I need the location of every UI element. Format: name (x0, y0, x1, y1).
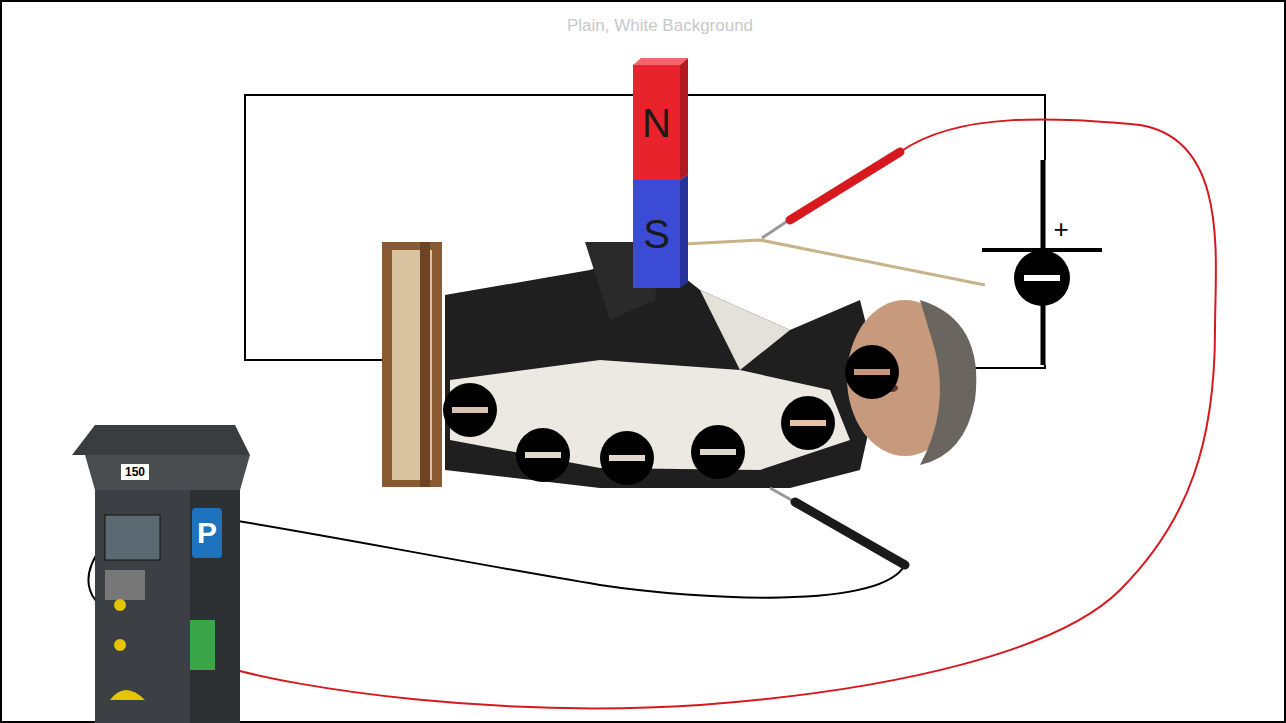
negative-charge (1014, 250, 1070, 306)
coin-return (110, 690, 145, 700)
minus-bar (1024, 275, 1060, 281)
book-spine (420, 242, 430, 487)
background-note: Plain, White Background (567, 17, 753, 34)
meter-number: 150 (121, 464, 149, 480)
solar-panel (72, 425, 250, 455)
minus-bar (525, 452, 561, 458)
minus-bar (700, 449, 736, 455)
meter-front (95, 490, 190, 723)
magnet-north-pole: N (633, 65, 680, 180)
black-probe (795, 502, 905, 565)
magnet-top-face (633, 58, 688, 65)
magnet-side-south (680, 175, 688, 288)
minus-bar (609, 455, 645, 461)
meter-screen (105, 515, 160, 560)
meter-body (95, 490, 240, 723)
minus-bar (790, 420, 826, 426)
negative-charge (691, 425, 745, 479)
minus-bar (452, 407, 488, 413)
negative-charge (781, 396, 835, 450)
parking-meter (72, 425, 250, 723)
negative-charges (443, 345, 899, 485)
magnet-south-pole: S (633, 180, 680, 288)
parking-sign (192, 508, 222, 558)
probe-cable (218, 119, 1216, 708)
coin-slot (114, 599, 126, 611)
pole-letter: N (642, 103, 671, 143)
polarity-sign: + (1053, 216, 1068, 242)
red-probe (790, 152, 900, 220)
meter-keypad (105, 570, 145, 600)
pole-letter: S (643, 214, 670, 254)
negative-charge (516, 428, 570, 482)
meter-head (85, 455, 250, 490)
negative-charge (600, 431, 654, 485)
hair (920, 300, 976, 465)
card-slot (114, 639, 126, 651)
parking-sign-letter: P (197, 518, 217, 548)
negative-charge (845, 345, 899, 399)
probe-wire (665, 240, 985, 285)
collar (700, 290, 790, 370)
book (382, 242, 442, 487)
meter-sticker (190, 620, 215, 670)
circuit-wire (975, 365, 1045, 368)
negative-charge (443, 383, 497, 437)
magnet-side-north (680, 58, 688, 180)
minus-bar (854, 369, 890, 375)
